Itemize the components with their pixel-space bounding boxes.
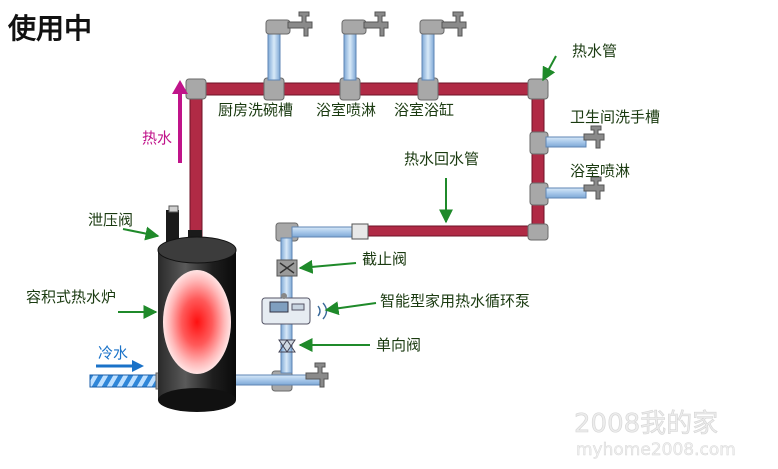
faucet-icon	[441, 11, 467, 37]
hot-pipe-label: 热水管	[572, 42, 617, 60]
watermark: 2008我的家 myhome2008.com	[574, 409, 736, 461]
return-pipe-label: 热水回水管	[404, 150, 479, 168]
stop-valve-label: 截止阀	[362, 250, 407, 268]
check-valve-icon	[278, 339, 296, 353]
pressure-valve-label: 泄压阀	[88, 211, 133, 229]
kitchen-sink-label: 厨房洗碗槽	[218, 101, 293, 119]
faucet-icon	[583, 125, 605, 149]
bathtub-label: 浴室浴缸	[394, 101, 454, 119]
watermark-line1: 2008我的家	[574, 409, 718, 439]
faucet-icon	[287, 11, 313, 37]
hot-water-label: 热水	[142, 129, 172, 147]
faucet-icon	[363, 11, 389, 37]
bath-shower-right-label: 浴室喷淋	[570, 162, 630, 180]
faucet-icon	[305, 362, 329, 388]
pump-label: 智能型家用热水循环泵	[380, 292, 530, 310]
bath-shower-top-label: 浴室喷淋	[316, 101, 376, 119]
watermark-line2: myhome2008.com	[576, 440, 736, 460]
circulation-pump-icon	[261, 293, 328, 325]
faucet-icon	[583, 176, 605, 200]
water-heater	[157, 205, 237, 412]
cold-water-label: 冷水	[98, 344, 128, 362]
stop-valve-icon	[276, 259, 298, 277]
flame-icon	[163, 270, 231, 374]
wash-basin-label: 卫生间洗手槽	[570, 108, 660, 126]
check-valve-label: 单向阀	[376, 336, 421, 354]
pipe-coupling	[351, 223, 369, 240]
cold-inlet-pipe	[89, 374, 163, 388]
label-pointers	[118, 55, 557, 352]
heater-label: 容积式热水炉	[26, 288, 116, 306]
page-title: 使用中	[7, 12, 92, 45]
